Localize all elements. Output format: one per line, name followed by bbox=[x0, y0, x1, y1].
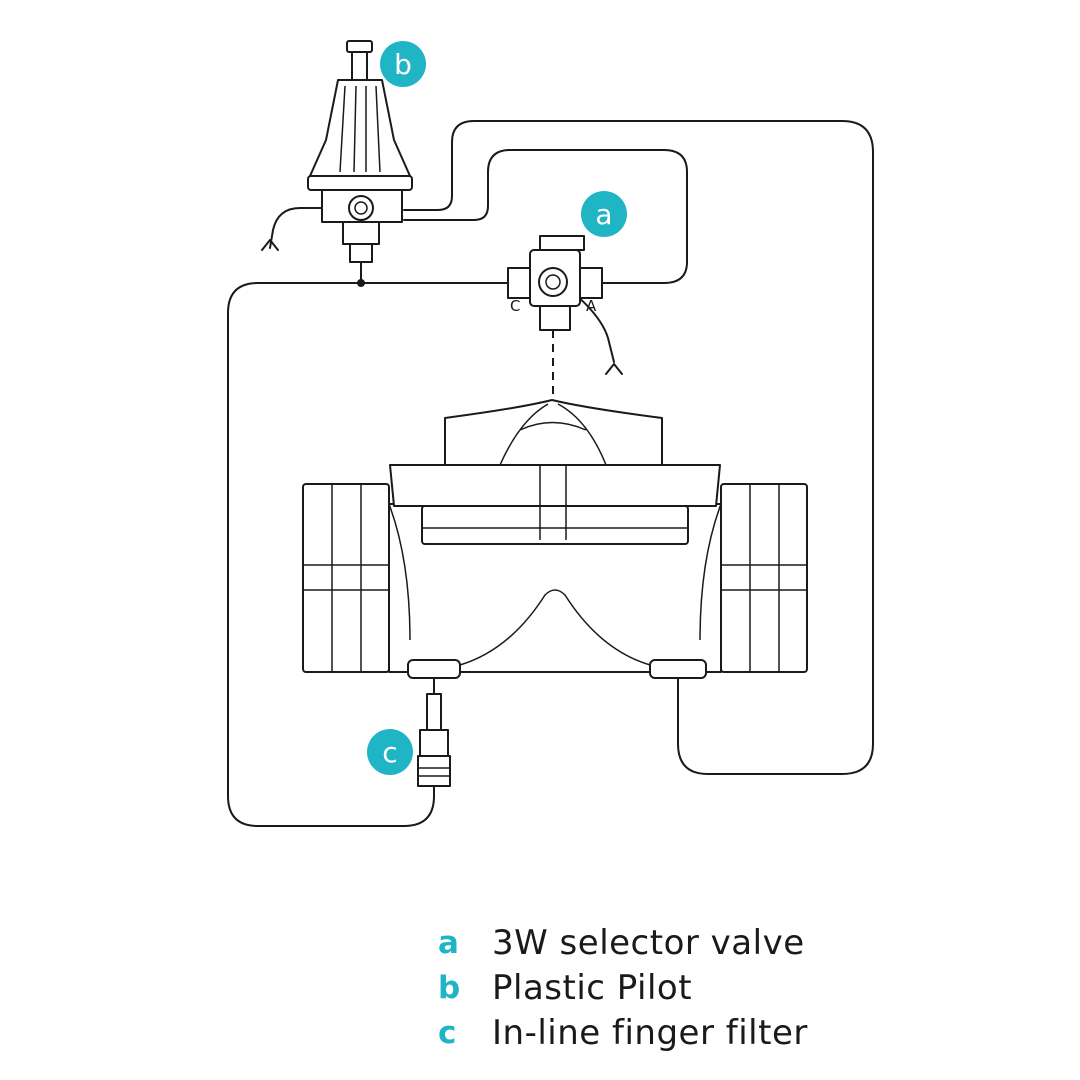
callout-b-letter: b bbox=[394, 48, 412, 81]
port-c-label: C bbox=[510, 297, 520, 315]
tubing bbox=[227, 120, 874, 827]
finger-filter bbox=[417, 677, 451, 787]
callout-a-letter: a bbox=[595, 198, 612, 231]
legend-label-c: In-line finger filter bbox=[492, 1012, 808, 1053]
legend-key-a: a bbox=[438, 924, 459, 961]
callout-c: c bbox=[367, 729, 413, 775]
port-a-label: A bbox=[586, 297, 597, 315]
tube-pilot-to-valve-right bbox=[403, 120, 874, 775]
pilot-vent-line bbox=[269, 207, 323, 249]
legend-item-a: a 3W selector valve bbox=[438, 920, 1038, 965]
legend-item-c: c In-line finger filter bbox=[438, 1010, 1038, 1055]
tube-pilot-to-selector bbox=[403, 149, 688, 284]
plastic-pilot bbox=[307, 40, 413, 263]
selector-valve: C A bbox=[507, 235, 603, 331]
callout-c-letter: c bbox=[382, 736, 397, 769]
legend-key-b: b bbox=[438, 969, 461, 1006]
pilot-vent-arrow bbox=[261, 239, 279, 251]
legend-label-b: Plastic Pilot bbox=[492, 967, 693, 1008]
legend: a 3W selector valve b Plastic Pilot c In… bbox=[438, 920, 1038, 1055]
callout-b: b bbox=[380, 41, 426, 87]
main-valve bbox=[302, 399, 808, 679]
legend-key-c: c bbox=[438, 1014, 457, 1051]
tube-selector-to-filter bbox=[227, 282, 509, 827]
selector-vent-arrow bbox=[605, 363, 623, 375]
legend-label-a: 3W selector valve bbox=[492, 922, 805, 963]
valve-diagram: C A a b bbox=[227, 40, 874, 827]
legend-item-b: b Plastic Pilot bbox=[438, 965, 1038, 1010]
callout-a: a bbox=[581, 191, 627, 237]
